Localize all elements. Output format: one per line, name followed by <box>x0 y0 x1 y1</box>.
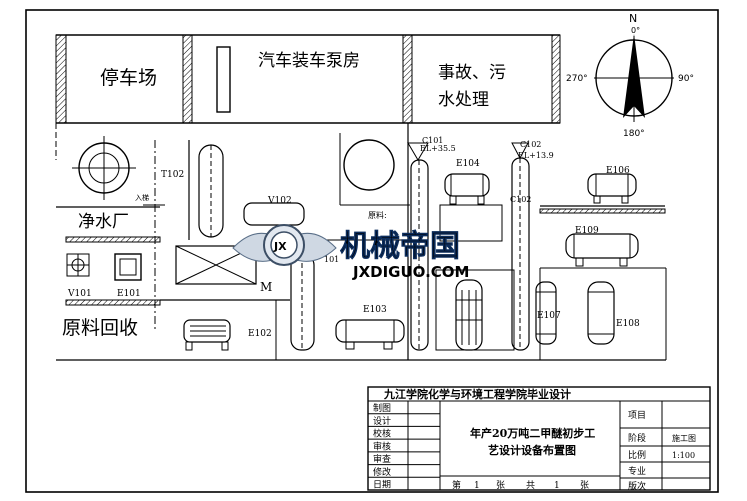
title-block-row-label: 设计 <box>373 415 391 427</box>
e102-label: E102 <box>248 329 272 339</box>
e101-unit <box>114 253 142 281</box>
title-block-row-label: 审查 <box>373 453 391 465</box>
c101-elevation: EL+35.5 <box>420 144 456 153</box>
raw-recovery-label: 原料回收 <box>62 317 138 339</box>
storage-tank-top <box>343 139 395 191</box>
sheet-total: 1 <box>554 481 560 491</box>
c102-side-label: C102 <box>510 195 531 204</box>
stage-value: 施工图 <box>672 433 696 443</box>
water-plant-label: 净水厂 <box>78 212 129 232</box>
sheet-di: 第 <box>452 479 461 491</box>
water-plant-area <box>56 136 165 330</box>
drawing-title-2: 艺设计设备布置图 <box>488 443 576 457</box>
v101-label: V101 <box>67 289 92 299</box>
watermark-badge: JX <box>273 240 287 253</box>
watermark-en: JXDIGUO.COM <box>352 263 469 281</box>
sheet-zhang-2: 张 <box>580 480 589 491</box>
v101-unit <box>66 253 90 277</box>
drawing-title-1: 年产20万吨二甲醚初步工 <box>470 426 595 440</box>
title-block-row-label: 校核 <box>373 428 391 440</box>
sheet-zhang-1: 张 <box>496 480 505 491</box>
scale-value: 1:100 <box>672 451 695 460</box>
ladder-label: 入梯 <box>135 193 149 202</box>
e106-label: E106 <box>606 166 630 176</box>
e109-unit <box>565 233 639 267</box>
compass-0: 0° <box>631 26 640 35</box>
accident-treatment-label-1: 事故、污 <box>438 63 506 83</box>
school-title: 九江学院化学与环境工程学院毕业设计 <box>383 387 571 401</box>
accident-treatment-label-2: 水处理 <box>438 90 489 110</box>
e103-label: E103 <box>363 305 387 315</box>
column-c101 <box>407 123 429 360</box>
e101-label: E101 <box>117 289 141 299</box>
e109-label: E109 <box>575 226 599 236</box>
v102-label: V102 <box>267 196 292 206</box>
e106-unit <box>587 173 637 204</box>
t102-label: T102 <box>161 170 184 180</box>
title-block-row-label: 制图 <box>373 402 391 414</box>
compass-90: 90° <box>678 74 694 84</box>
title-block-row-label: 审核 <box>373 440 391 452</box>
compass-north: N <box>629 12 637 25</box>
c101-label: C101 <box>422 136 443 145</box>
e102-unit <box>183 319 231 351</box>
title-block-row-label: 修改 <box>373 466 391 478</box>
watermark-logo: JX 机械帝国 JXDIGUO.COM <box>232 224 469 281</box>
parking-label: 停车场 <box>100 67 157 89</box>
building-band <box>55 34 561 160</box>
sheet-number: 1 <box>474 481 480 491</box>
scale-label: 比例 <box>628 449 646 461</box>
e103-unit <box>335 319 405 350</box>
stage-label: 阶段 <box>628 432 646 444</box>
project-label: 项目 <box>628 410 646 421</box>
e104-unit <box>439 173 503 242</box>
compass-180: 180° <box>623 129 645 139</box>
pump-house-label: 汽车装车泵房 <box>258 51 360 71</box>
version-label: 版次 <box>628 480 646 492</box>
compass-270: 270° <box>566 74 588 84</box>
sheet-gong: 共 <box>526 480 535 491</box>
c102-label: C102 <box>520 140 541 149</box>
drawing-frame <box>25 9 719 493</box>
fragment-101: 101 <box>324 255 339 264</box>
watermark-cn: 机械帝国 <box>340 229 460 264</box>
c102-elevation: EL+13.9 <box>518 151 554 160</box>
e104-label: E104 <box>456 159 480 169</box>
title-block-row-label: 日期 <box>373 480 391 491</box>
m-label: M <box>260 280 272 294</box>
major-label: 专业 <box>628 465 646 477</box>
e108-label: E108 <box>616 319 640 329</box>
compass: N 0° 90° 180° 270° <box>566 12 694 139</box>
e107-label: E107 <box>537 311 561 321</box>
column-c102 <box>511 142 530 351</box>
raw-material-label: 原料: <box>368 210 387 220</box>
e108-unit <box>587 281 615 345</box>
e107-unit <box>535 281 557 345</box>
reactor-cluster <box>435 269 515 351</box>
